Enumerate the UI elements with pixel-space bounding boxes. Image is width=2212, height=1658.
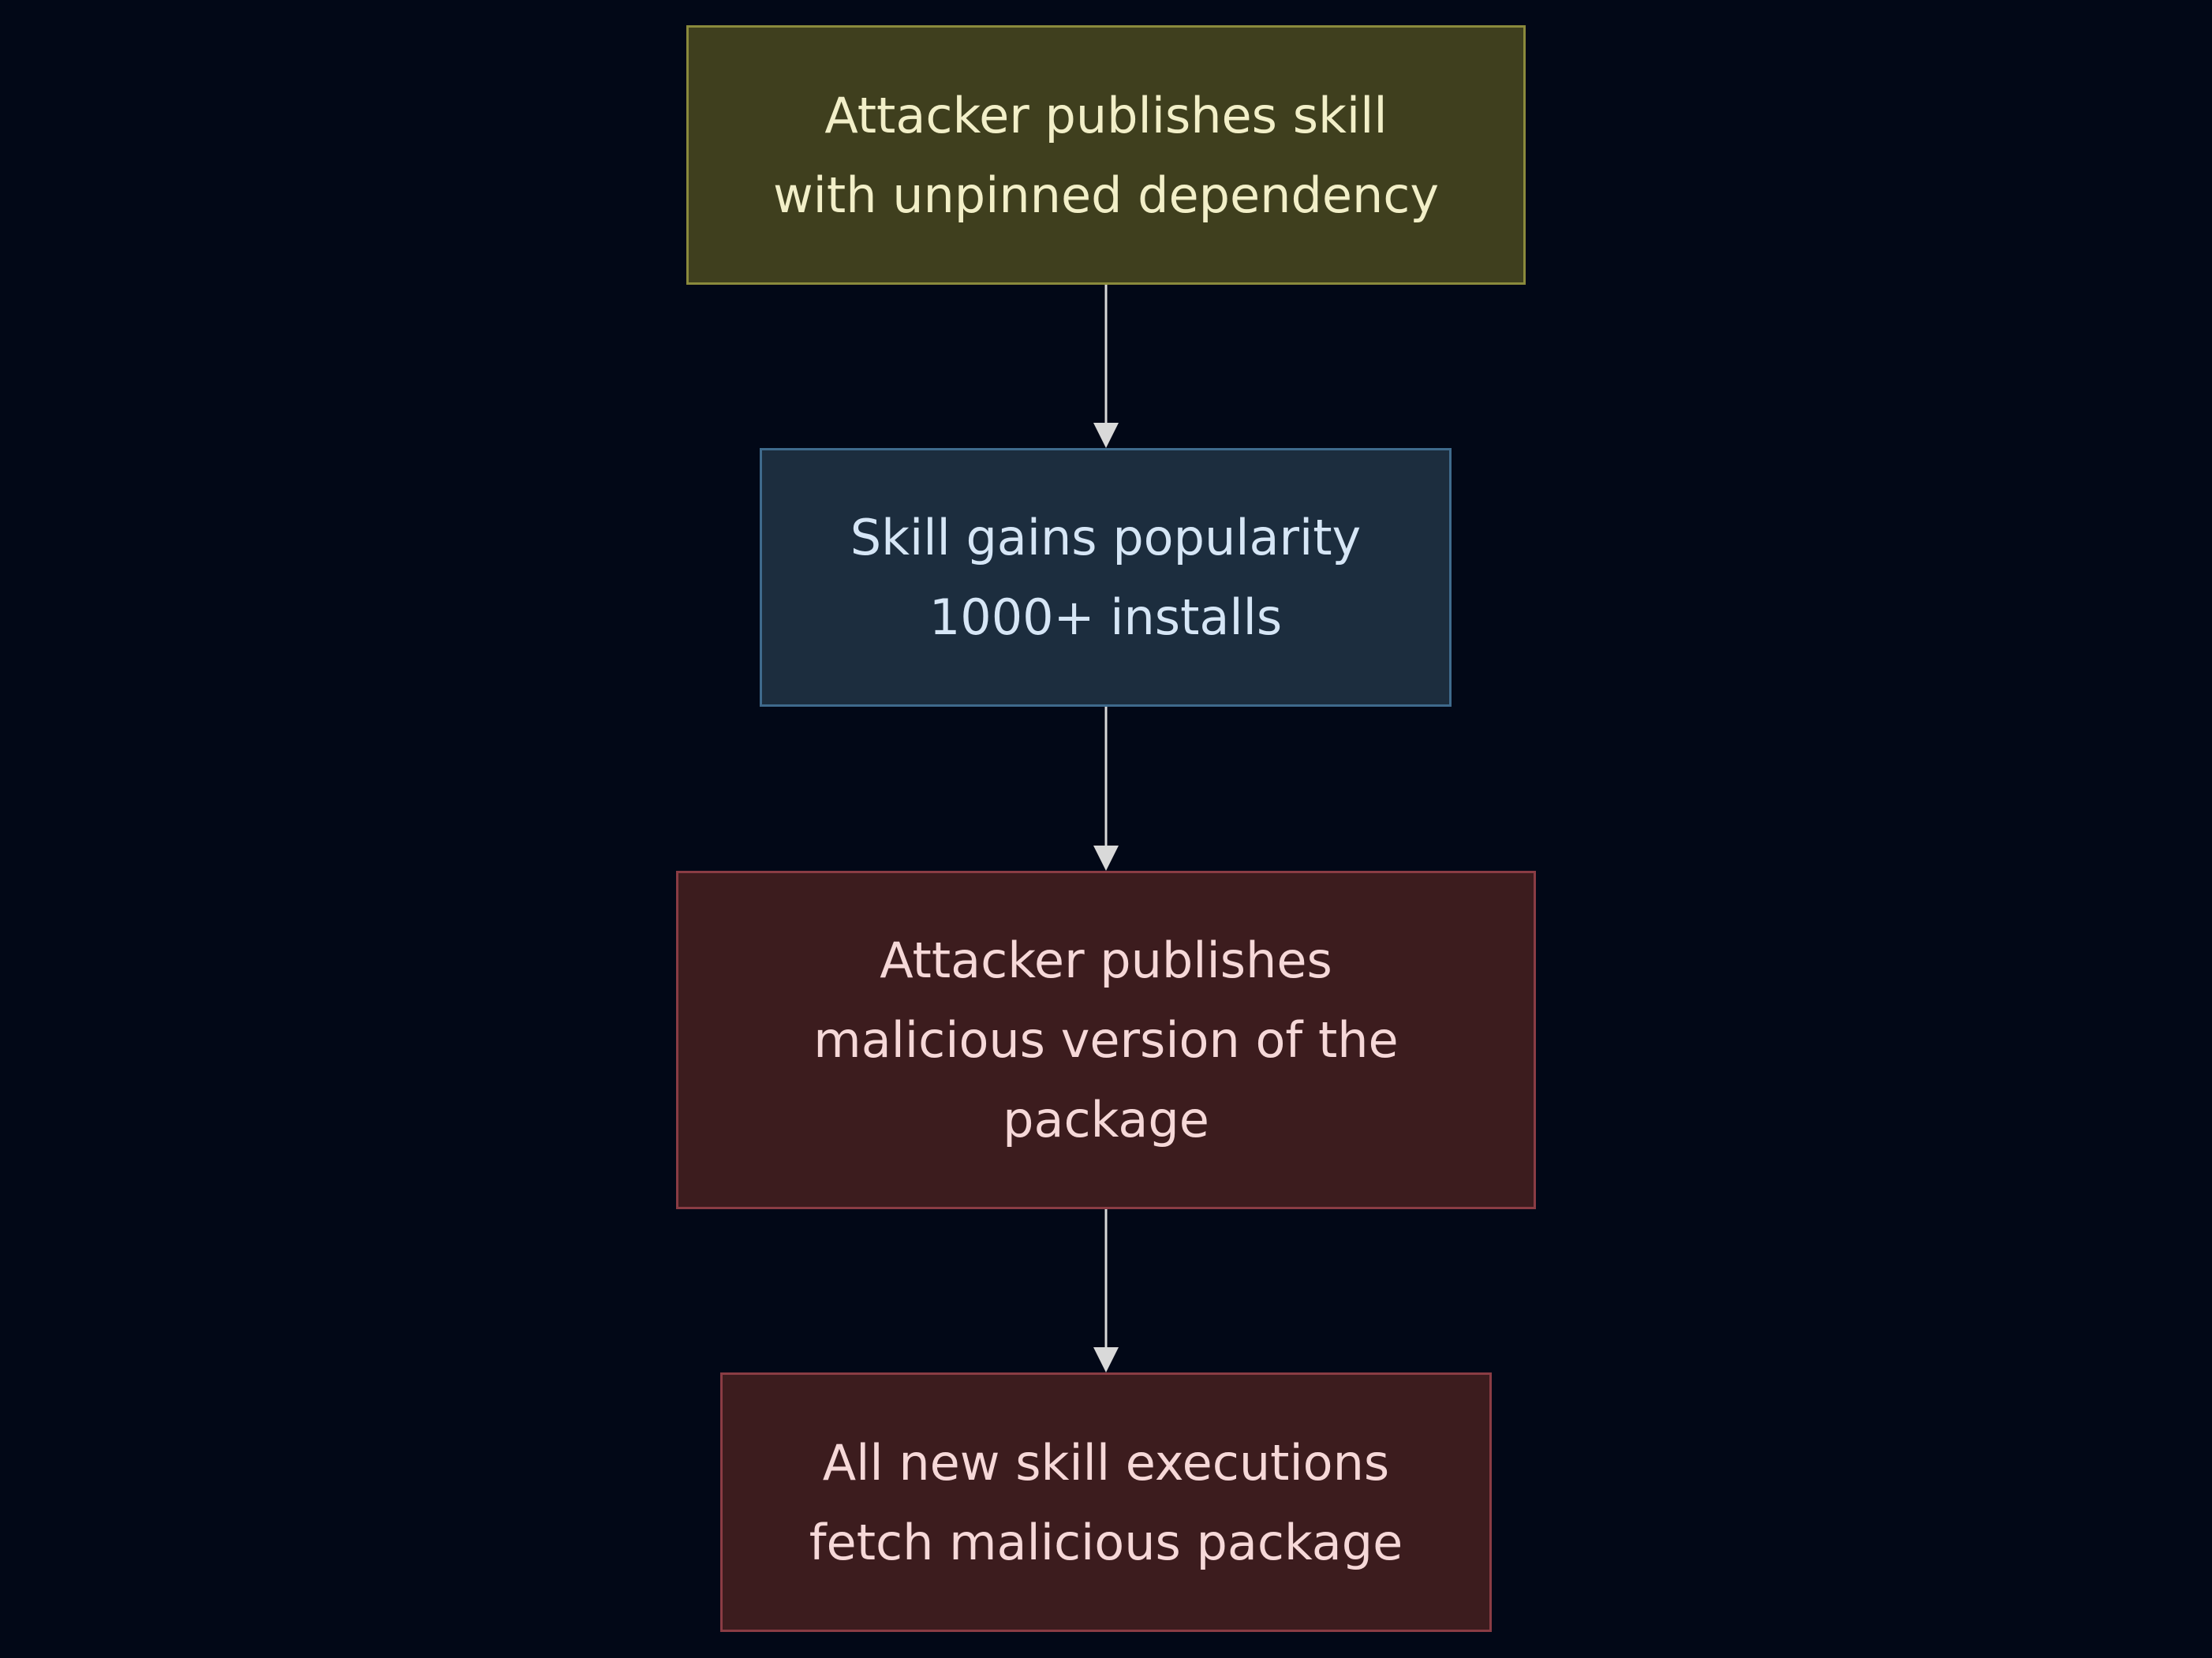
node-label-line: Attacker publishes skill — [824, 86, 1388, 144]
edge-n2-n3 — [1093, 707, 1119, 871]
node-skill-gains-popularity: Skill gains popularity 1000+ installs — [760, 448, 1452, 707]
node-attacker-publishes-malicious-version: Attacker publishes malicious version of … — [676, 871, 1536, 1209]
node-label-line: Attacker publishes — [880, 932, 1332, 989]
node-label-line: fetch malicious package — [809, 1513, 1403, 1571]
node-skill-executions-fetch-malicious: All new skill executions fetch malicious… — [720, 1372, 1492, 1632]
arrowhead-icon — [1093, 1347, 1119, 1372]
node-label-line: package — [1003, 1091, 1209, 1148]
node-label-line: 1000+ installs — [929, 588, 1283, 646]
node-label-line: malicious version of the — [813, 1011, 1399, 1069]
arrowhead-icon — [1093, 846, 1119, 871]
node-label-line: with unpinned dependency — [772, 166, 1440, 224]
edge-n1-n2 — [1093, 285, 1119, 448]
node-label-line: All new skill executions — [822, 1433, 1390, 1492]
node-attacker-publishes-skill: Attacker publishes skill with unpinned d… — [686, 25, 1526, 285]
arrowhead-icon — [1093, 423, 1119, 448]
edge-n3-n4 — [1093, 1209, 1119, 1372]
node-label-line: Skill gains popularity — [850, 509, 1362, 566]
